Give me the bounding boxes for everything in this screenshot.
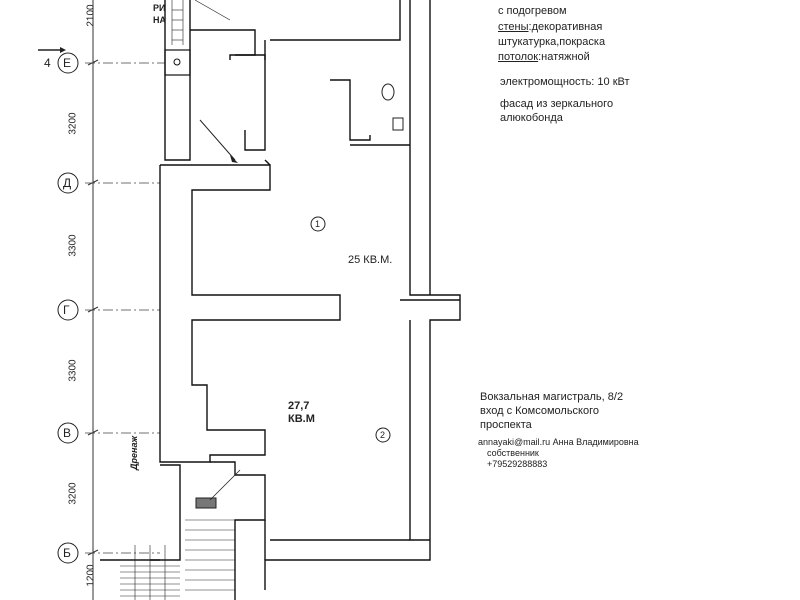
note-heating: с подогревом (498, 5, 567, 17)
axis-label-v: В (63, 426, 72, 440)
note-power: электромощность: 10 кВт (500, 76, 630, 88)
stair-treads (120, 545, 180, 600)
note-walls: стены:декоративная (498, 20, 602, 34)
axis-circles (57, 52, 79, 564)
note-walls-label: стены (498, 21, 529, 33)
note-ceiling: потолок:натяжной (498, 50, 590, 64)
stair-treads-right (185, 519, 235, 591)
room-1-number: 1 (315, 219, 321, 229)
dimension-3300-a: 3300 (67, 234, 79, 257)
note-facade-1: фасад из зеркального (500, 98, 614, 110)
note-ceiling-text: :натяжной (538, 51, 590, 63)
address-line-1: Вокзальная магистраль, 8/2 (480, 391, 624, 403)
axis-label-g: Г (63, 303, 70, 317)
stair-label-bottom: НА (153, 15, 166, 25)
sink-fixture (392, 117, 404, 131)
drainage-label: Дренаж (129, 435, 139, 470)
dimension-3200-a: 3200 (67, 112, 79, 135)
room-2-marker (375, 427, 391, 443)
room-2-area-value: 27,7 (288, 400, 310, 412)
axis-number: 4 (44, 56, 51, 70)
axis-lines (85, 62, 165, 554)
dimension-3200-b: 3200 (67, 482, 79, 505)
door-swing (199, 119, 236, 161)
room-1-marker (310, 216, 326, 232)
dimension-3300-b: 3300 (67, 359, 79, 382)
room-1-area: 25 КВ.М. (348, 254, 393, 266)
axis-arrow-head (60, 47, 66, 53)
contact-phone: +79529288883 (487, 459, 548, 469)
axis-label-d: Д (63, 176, 72, 190)
dimension-2100: 2100 (85, 4, 97, 27)
note-ceiling-label: потолок (498, 51, 539, 63)
walls (100, 0, 461, 600)
contact-role: собственник (487, 448, 539, 458)
dimension-ticks (87, 59, 99, 556)
note-walls-text: :декоративная (528, 21, 603, 33)
stair-label-top: РИ (153, 3, 166, 13)
utility-box-symbol (173, 58, 181, 66)
note-facade-2: алюкобонда (500, 112, 563, 124)
room-2-area-unit: КВ.М (288, 413, 315, 425)
room-2-number: 2 (380, 430, 386, 440)
axis-label-e: Е (63, 56, 72, 70)
contact-email-name: annayaki@mail.ru Анна Владимировна (478, 437, 639, 447)
drainage-line (209, 469, 241, 501)
top-stair-treads (171, 0, 231, 45)
drainage-equipment (195, 497, 217, 509)
utility-box (164, 49, 191, 76)
axis-label-b: Б (63, 546, 71, 560)
dimension-1200: 1200 (85, 564, 97, 587)
note-walls-2: штукатурка,покраска (498, 36, 606, 48)
door-arrow (230, 155, 238, 163)
address-line-2: вход с Комсомольского (480, 405, 599, 417)
address-line-3: проспекта (480, 419, 532, 431)
toilet-fixture (381, 83, 395, 101)
